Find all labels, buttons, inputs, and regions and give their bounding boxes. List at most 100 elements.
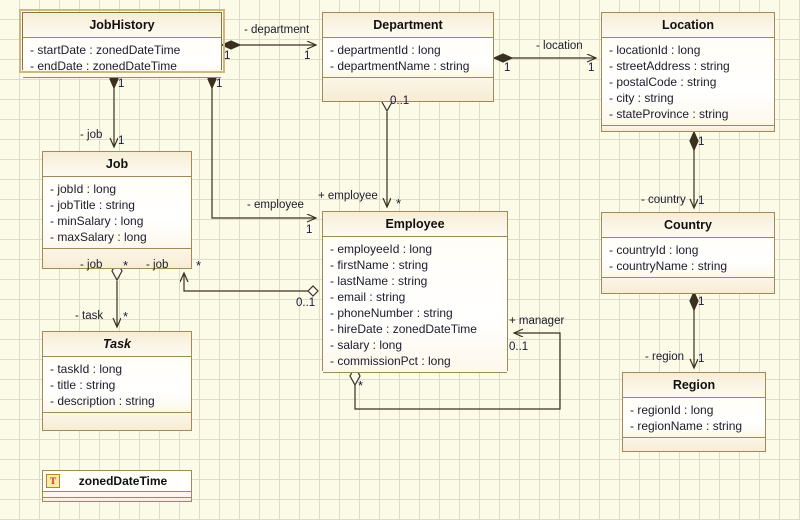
class-attribute: - departmentId : long [330, 43, 441, 57]
operations-compartment-job [43, 249, 191, 268]
m-emp-job-tgt: 0..1 [296, 297, 316, 309]
m-dept-loc-tgt: 1 [588, 62, 595, 74]
lbl-manager: + manager [509, 315, 565, 327]
operations-compartment-task [43, 413, 191, 430]
edge-job-task [111, 260, 123, 327]
m-jh-dept-src: 1 [224, 50, 231, 62]
lbl-task: - task [75, 310, 104, 322]
class-attribute: - endDate : zonedDateTime [30, 59, 177, 73]
edge-department-location [492, 53, 596, 63]
class-name-region: Region [623, 373, 765, 398]
attributes-compartment-location: - locationId : long - streetAddress : str… [602, 38, 774, 126]
class-attribute: - countryId : long [609, 243, 699, 257]
class-attribute: - regionId : long [630, 403, 714, 417]
star-job-task-src: * [123, 258, 129, 273]
star-task-tgt: * [123, 309, 129, 324]
m-jh-dept-tgt: 1 [304, 50, 311, 62]
class-attribute: - stateProvince : string [609, 107, 729, 121]
m-cty-reg-tgt: 1 [698, 353, 705, 365]
datatype-name-zoneddatetime: zonedDateTime [78, 474, 168, 488]
operations-compartment-department [323, 78, 493, 101]
class-box-task[interactable]: Task- taskId : long- title : string- des… [42, 331, 192, 431]
operations-compartment-country [602, 278, 774, 293]
lbl-employee: - employee [247, 199, 304, 211]
class-attribute: - phoneNumber : string [330, 306, 453, 320]
class-attribute: - commissionPct : long [330, 354, 451, 368]
class-box-department[interactable]: Department- departmentId : long- departm… [322, 12, 494, 102]
class-name-task: Task [43, 332, 191, 357]
attributes-compartment-region: - regionId : long - regionName : string [623, 398, 765, 438]
star-emp-job-src: * [196, 258, 202, 273]
class-attribute: - locationId : long [609, 43, 701, 57]
operations-compartment-location [602, 126, 774, 131]
m-mgr-tgt: 0..1 [509, 341, 529, 353]
class-box-employee[interactable]: Employee - employeeId : long - firstName :… [322, 211, 508, 373]
m-loc-cty-src: 1 [698, 136, 705, 148]
class-box-jobhistory[interactable]: JobHistory - startDate : zonedDateTime - e… [19, 9, 225, 78]
m-dept-emp-src: 0..1 [390, 95, 410, 107]
attributes-compartment-task: - taskId : long- title : string- descrip… [43, 357, 191, 413]
edge-jobhistory-department [220, 40, 316, 50]
m-jh-emp-src: 1 [216, 78, 223, 90]
class-attribute: - city : string [609, 91, 674, 105]
lbl-job-right: - job [146, 259, 169, 271]
class-attribute: - hireDate : zonedDateTime [330, 322, 477, 336]
class-attribute: - title : string [50, 378, 116, 392]
m-cty-reg-src: 1 [698, 296, 705, 308]
lbl-plus-employee: + employee [318, 190, 378, 202]
star-mgr-src: * [358, 378, 364, 393]
attributes-compartment-department: - departmentId : long - departmentName : … [323, 38, 493, 78]
star-dept-emp: * [396, 196, 402, 211]
attributes-compartment-employee: - employeeId : long - firstName : string -… [323, 237, 507, 373]
class-box-region[interactable]: Region - regionId : long - regionName : st… [622, 372, 766, 452]
m-jh-emp-tgt: 1 [306, 224, 313, 236]
class-attribute: - maxSalary : long [50, 230, 147, 244]
class-name-location: Location [602, 13, 774, 38]
datatype-t-icon: T [46, 474, 60, 488]
class-attribute: - minSalary : long [50, 214, 144, 228]
datatype-compartment [43, 492, 191, 498]
class-name-jobhistory: JobHistory [23, 13, 221, 38]
class-attribute: - countryName : string [609, 259, 728, 273]
class-attribute: - jobTitle : string [50, 198, 135, 212]
edge-jobhistory-job [109, 68, 119, 147]
class-attribute: - postalCode : string [609, 75, 717, 89]
class-name-employee: Employee [323, 212, 507, 237]
lbl-job-top: - job [80, 129, 103, 141]
edge-jobhistory-employee [207, 68, 316, 218]
class-attribute: - streetAddress : string [609, 59, 730, 73]
lbl-job-left: - job [80, 259, 103, 271]
operations-compartment-region [623, 438, 765, 451]
class-attribute: - description : string [50, 394, 155, 408]
edge-employee-job [184, 273, 319, 297]
class-box-location[interactable]: Location - locationId : long - streetAddre… [601, 12, 775, 132]
class-name-department: Department [323, 13, 493, 38]
lbl-region: - region [645, 351, 684, 363]
m-jh-job-tgt: 1 [118, 135, 125, 147]
class-attribute: - firstName : string [330, 258, 429, 272]
class-attribute: - regionName : string [630, 419, 743, 433]
class-attribute: - startDate : zonedDateTime [30, 43, 181, 57]
edge-location-country [689, 130, 699, 208]
lbl-country: - country [641, 194, 686, 206]
class-attribute: - employeeId : long [330, 242, 433, 256]
lbl-location: - location [536, 40, 583, 52]
class-name-country: Country [602, 213, 774, 238]
edge-department-employee [381, 91, 393, 207]
class-name-job: Job [43, 152, 191, 177]
class-attribute: - salary : long [330, 338, 403, 352]
edge-country-region [689, 290, 699, 368]
m-loc-cty-tgt: 1 [698, 195, 705, 207]
attributes-compartment-job: - jobId : long- jobTitle : string- minSa… [43, 177, 191, 249]
class-attribute: - lastName : string [330, 274, 428, 288]
class-box-job[interactable]: Job- jobId : long- jobTitle : string- mi… [42, 151, 192, 269]
m-jh-job-src: 1 [118, 78, 125, 90]
class-box-country[interactable]: Country - countryId : long - countryName :… [601, 212, 775, 294]
attributes-compartment-jobhistory: - startDate : zonedDateTime - endDate : z… [23, 38, 221, 78]
m-dept-loc-src: 1 [504, 62, 511, 74]
class-attribute: - departmentName : string [330, 59, 470, 73]
attributes-compartment-country: - countryId : long - countryName : string [602, 238, 774, 278]
lbl-department: - department [244, 24, 310, 36]
